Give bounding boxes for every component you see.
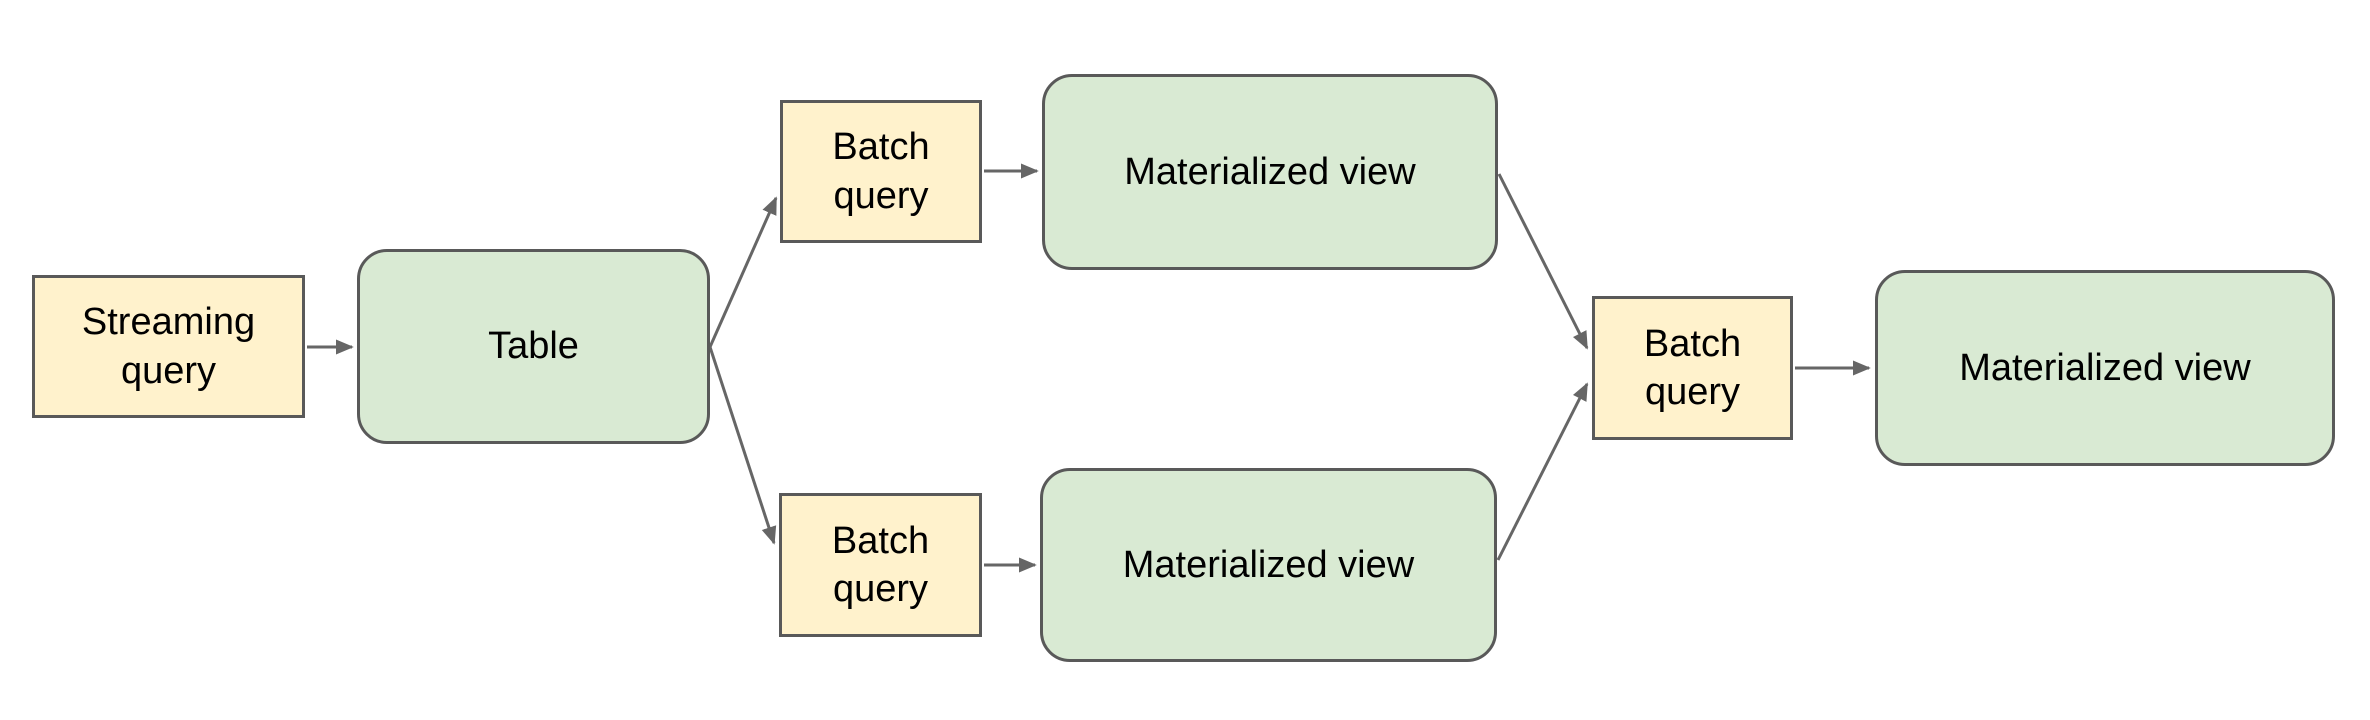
node-batch-query-top-label: Batch query bbox=[832, 126, 930, 217]
node-batch-query-right: Batch query bbox=[1592, 296, 1793, 440]
node-streaming-query: Streaming query bbox=[32, 275, 305, 418]
node-table: Table bbox=[357, 249, 710, 444]
node-materialized-view-final: Materialized view bbox=[1875, 270, 2335, 466]
node-batch-query-right-label: Batch query bbox=[1643, 322, 1742, 413]
node-streaming-query-label: Streaming query bbox=[81, 301, 256, 392]
node-materialized-view-top-label: Materialized view bbox=[1124, 150, 1416, 193]
node-batch-query-top: Batch query bbox=[780, 100, 982, 243]
connector-table-to-batch-query-top bbox=[708, 196, 778, 348]
node-table-label: Table bbox=[488, 325, 579, 368]
node-batch-query-bottom-label: Batch query bbox=[831, 519, 930, 610]
connector-table-to-batch-query-bottom bbox=[708, 346, 777, 545]
node-materialized-view-top: Materialized view bbox=[1042, 74, 1498, 270]
node-materialized-view-bottom: Materialized view bbox=[1040, 468, 1497, 662]
node-materialized-view-final-label: Materialized view bbox=[1959, 346, 2251, 389]
node-materialized-view-bottom-label: Materialized view bbox=[1122, 543, 1415, 586]
connector-materialized-view-bottom-to-batch-query-right bbox=[1496, 382, 1589, 561]
node-batch-query-bottom: Batch query bbox=[779, 493, 982, 637]
connector-materialized-view-top-to-batch-query-right bbox=[1497, 173, 1589, 350]
